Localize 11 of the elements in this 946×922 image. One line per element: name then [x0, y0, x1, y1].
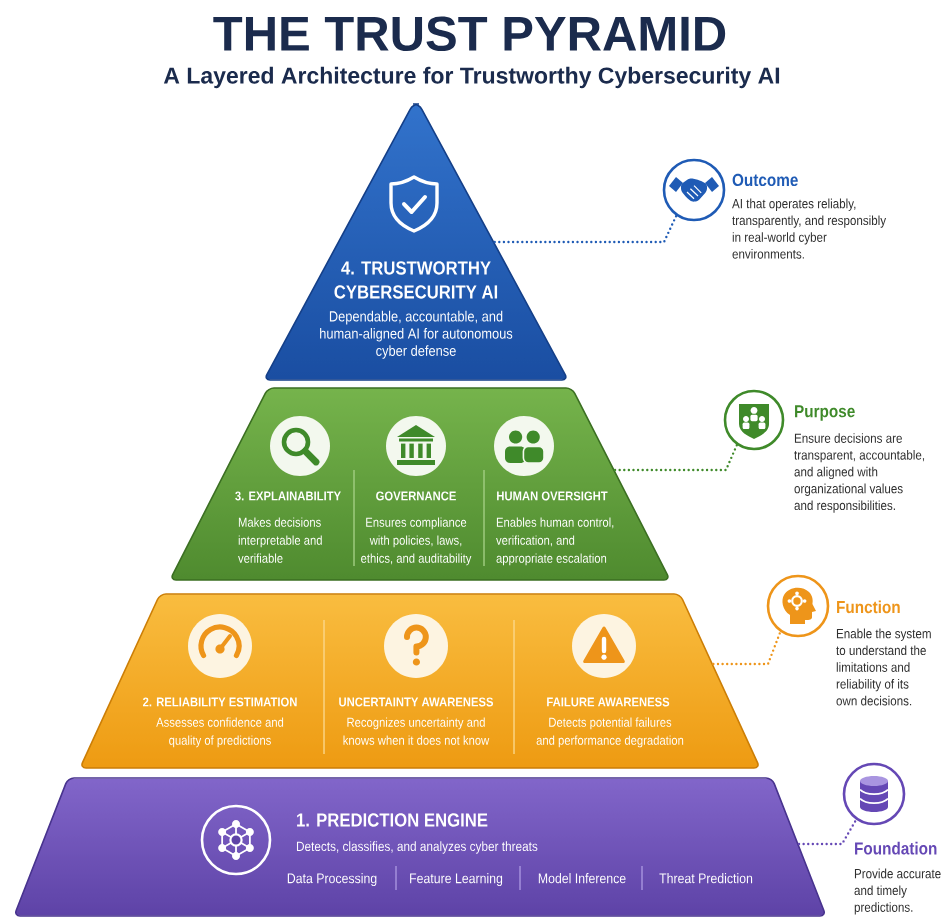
title: THE TRUST PYRAMID: [213, 16, 726, 52]
leader-line: [712, 629, 782, 666]
layer-heading: 1. PREDICTION ENGINE: [297, 813, 488, 827]
layer-heading: 4. TRUSTWORTHY CYBERSECURITY AI: [334, 261, 498, 299]
callout-heading: Purpose: [795, 405, 855, 421]
leader-line: [797, 817, 858, 846]
leader-line: [493, 213, 678, 244]
callout-heading: Function: [837, 600, 900, 614]
leader-line: [613, 442, 739, 472]
callout-heading: Outcome: [732, 173, 798, 187]
callout-heading: Foundation: [855, 841, 937, 855]
